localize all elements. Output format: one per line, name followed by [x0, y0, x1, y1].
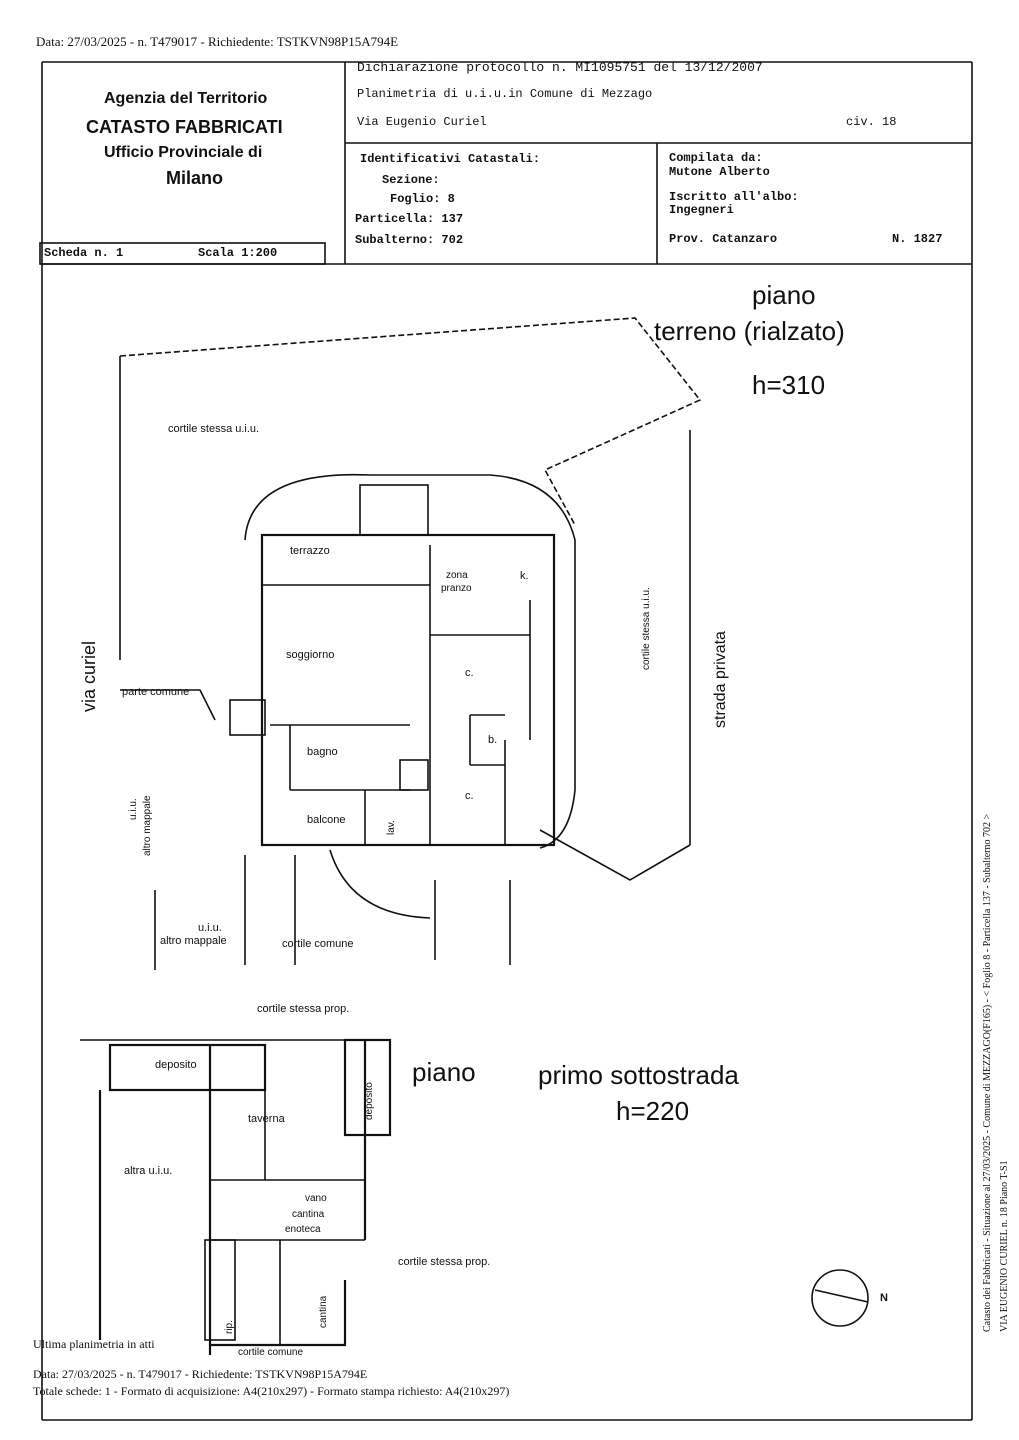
- camera1-label: c.: [465, 667, 474, 679]
- deposito-v-room: [343, 1038, 392, 1137]
- catasto-title: CATASTO FABBRICATI: [86, 117, 283, 137]
- terrazzo-label: terrazzo: [290, 545, 330, 557]
- compass-circle: [811, 1269, 869, 1327]
- vano-label: vano: [305, 1193, 327, 1204]
- uiu-vert-label: u.i.u.: [128, 798, 139, 820]
- numero-albo: N. 1827: [892, 232, 943, 246]
- footer-data-line: Data: 27/03/2025 - n. T479017 - Richiede…: [33, 1367, 368, 1381]
- city-name: Milano: [166, 168, 223, 188]
- compass-needle: [814, 1289, 869, 1303]
- enoteca-label: enoteca: [285, 1224, 321, 1235]
- parte-comune-line: [120, 689, 216, 721]
- via-address: Via Eugenio Curiel: [357, 115, 487, 129]
- stair-center: [399, 759, 429, 791]
- lot-boundary: [119, 317, 702, 526]
- agency-name: Agenzia del Territorio: [104, 90, 268, 107]
- zona-label: zona: [446, 570, 468, 581]
- altro-mappale-vert-label: altro mappale: [142, 795, 153, 856]
- ufficio-label: Ufficio Provinciale di: [104, 144, 263, 161]
- altro-mappale-label: altro mappale: [160, 935, 227, 947]
- cortile-top-label: cortile stessa u.i.u.: [168, 423, 260, 435]
- subalterno-label: Subalterno: 702: [355, 233, 464, 247]
- cantina-label: cantina: [292, 1209, 325, 1220]
- sotto-height: h=220: [616, 1096, 690, 1126]
- via-curiel-label: via curiel: [79, 640, 99, 712]
- parte-comune-label: parte comune: [122, 686, 190, 698]
- cortile-prop-top-label: cortile stessa prop.: [257, 1003, 350, 1015]
- civico: civ. 18: [846, 115, 897, 129]
- apartment-outline: [260, 533, 556, 847]
- albo-value: Ingegneri: [669, 203, 734, 217]
- stair-top: [359, 484, 429, 536]
- side-text-1: Catasto dei Fabbricati - Situazione al 2…: [982, 813, 993, 1332]
- top-data-line: Data: 27/03/2025 - n. T479017 - Richiede…: [36, 34, 399, 49]
- terra-title-2: terreno (rialzato): [654, 316, 845, 346]
- terra-height: h=310: [752, 370, 826, 400]
- cortile-right-label: cortile stessa u.i.u.: [641, 587, 652, 670]
- stair-left: [229, 699, 266, 736]
- side-text-2: VIA EUGENIO CURIEL n. 18 Piano T-S1: [999, 1160, 1010, 1332]
- pranzo-label: pranzo: [441, 583, 472, 594]
- cortile-prop-right-label: cortile stessa prop.: [398, 1256, 491, 1268]
- north-label: N: [880, 1292, 888, 1304]
- ripostiglio-label: rip.: [224, 1320, 235, 1334]
- taverna-label: taverna: [248, 1113, 285, 1125]
- foglio-label: Foglio: 8: [390, 192, 455, 206]
- kitchen-label: k.: [520, 570, 529, 582]
- deposito-label: deposito: [155, 1059, 197, 1071]
- strada-bottom: [539, 829, 691, 881]
- ultima-planimetria: Ultima planimetria in atti: [33, 1337, 155, 1351]
- compilata-label: Compilata da:: [669, 151, 763, 165]
- compilatore-name: Mutone Alberto: [669, 165, 770, 179]
- deposito-vert-label: deposito: [364, 1082, 375, 1120]
- planimetria: Planimetria di u.i.u.in Comune di Mezzag…: [357, 87, 653, 101]
- sotto-title-1: piano: [412, 1057, 476, 1087]
- camera2-label: c.: [465, 790, 474, 802]
- cortile-comune-label: cortile comune: [282, 938, 354, 950]
- lavanderia-label: lav.: [386, 820, 397, 835]
- cortile-comune-bottom-label: cortile comune: [238, 1347, 304, 1358]
- sezione-label: Sezione:: [382, 173, 440, 187]
- courtyard-arc-bottom: [329, 849, 431, 919]
- footer-schede-line: Totale schede: 1 - Formato di acquisizio…: [33, 1384, 510, 1398]
- scheda-box: [39, 242, 326, 265]
- cantina-vert-label: cantina: [318, 1295, 329, 1328]
- iscritto-label: Iscritto all'albo:: [669, 190, 799, 204]
- stair-basement: [204, 1239, 236, 1341]
- cantina-bottom: [210, 1280, 347, 1347]
- sotto-title-2: primo sottostrada: [538, 1060, 739, 1090]
- courtyard-arc: [244, 473, 576, 849]
- balcone-label: balcone: [307, 814, 346, 826]
- provincia: Prov. Catanzaro: [669, 232, 778, 246]
- particella-label: Particella: 137: [355, 212, 464, 226]
- identificativi-label: Identificativi Catastali:: [360, 152, 541, 166]
- scala-value: Scala 1:200: [198, 246, 278, 260]
- bath-small-label: b.: [488, 734, 498, 746]
- altra-uiu-label: altra u.i.u.: [124, 1165, 173, 1177]
- terra-title-1: piano: [752, 280, 816, 310]
- strada-privata-label: strada privata: [712, 631, 729, 728]
- uiu-label: u.i.u.: [198, 922, 222, 934]
- scheda-number: Scheda n. 1: [44, 246, 124, 260]
- dichiarazione: Dichiarazione protocollo n. MI1095751 de…: [357, 60, 763, 75]
- bagno-label: bagno: [307, 746, 338, 758]
- soggiorno-label: soggiorno: [286, 649, 335, 661]
